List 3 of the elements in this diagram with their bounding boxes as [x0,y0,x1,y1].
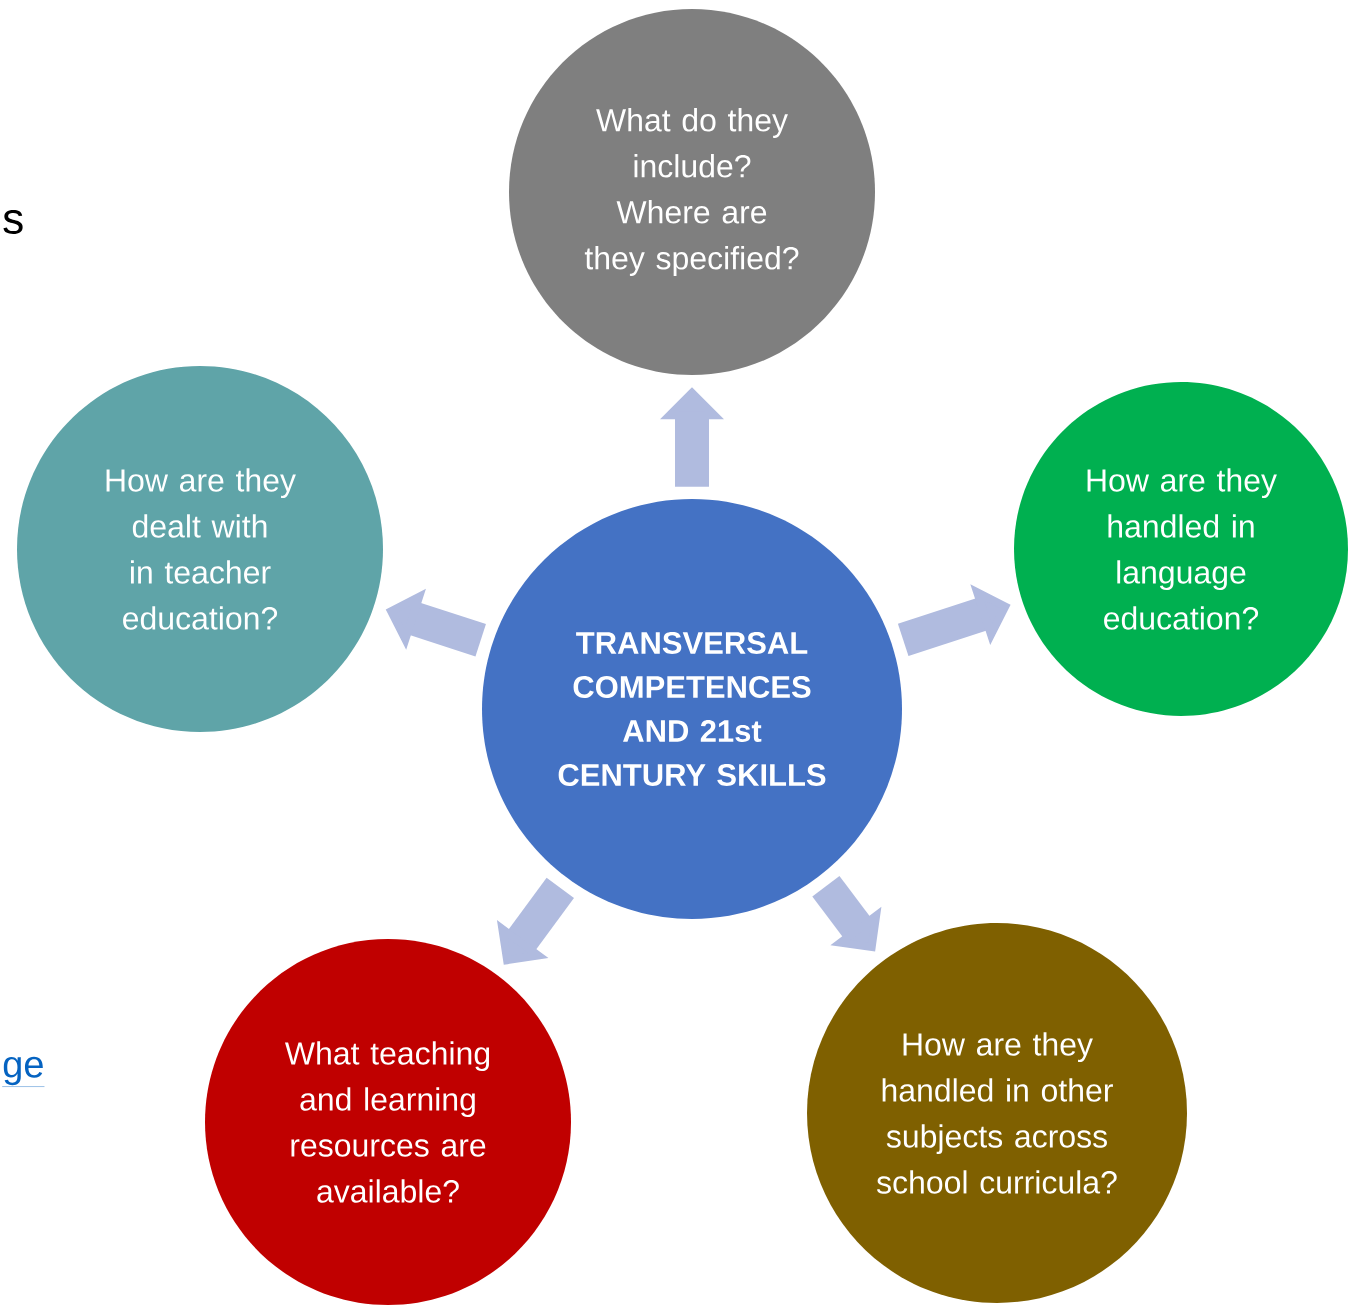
text-fragment: ge [2,1056,45,1087]
text-fragment: s [3,210,23,234]
block-arrow [812,876,882,952]
